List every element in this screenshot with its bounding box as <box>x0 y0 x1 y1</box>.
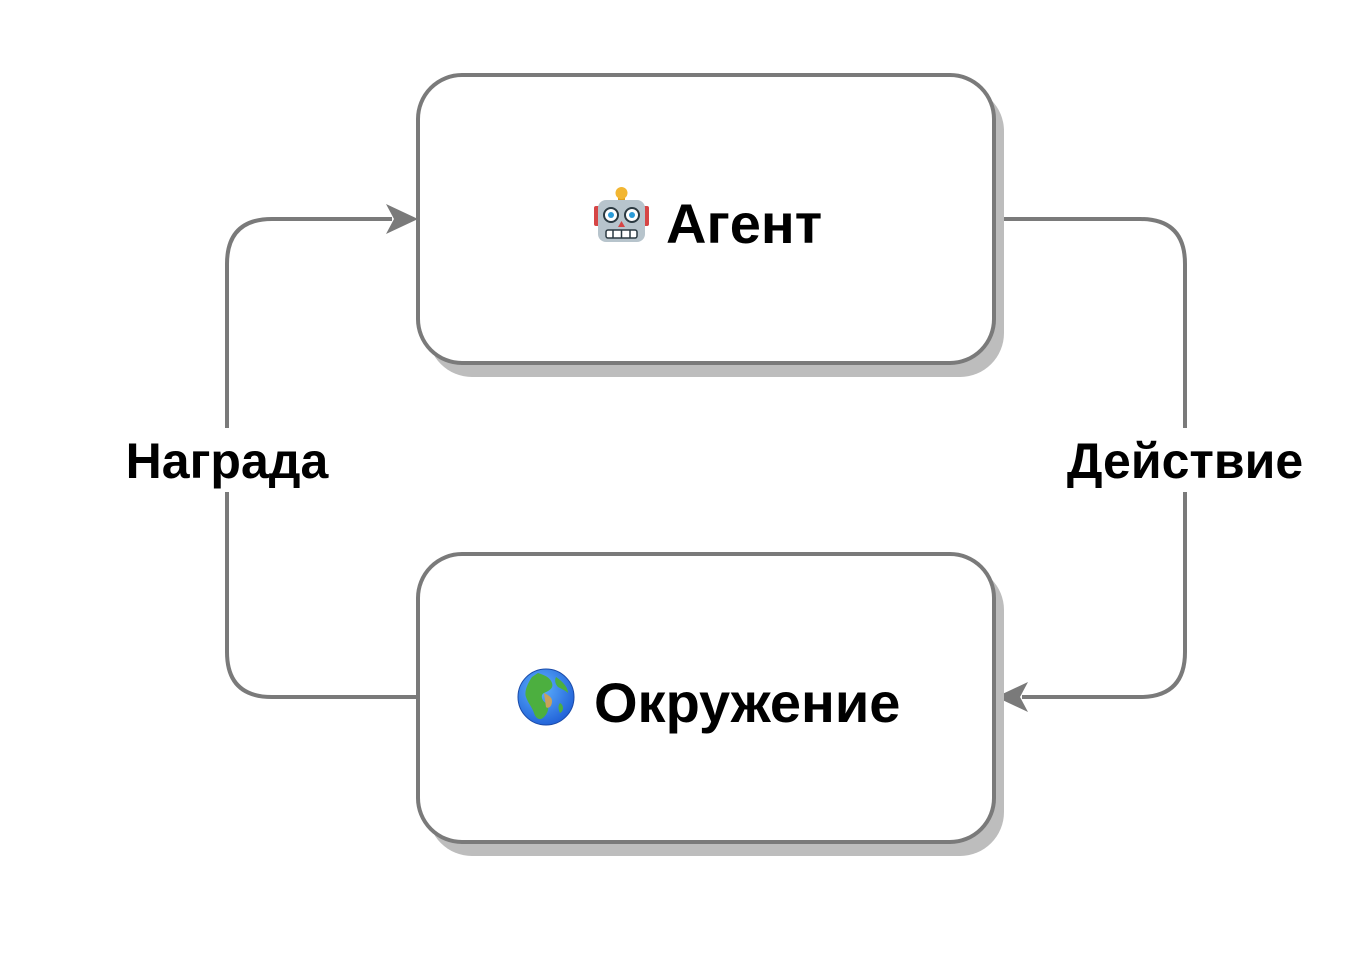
environment-node-box <box>416 552 996 844</box>
reward-label-bg <box>120 428 335 492</box>
action-label: Действие <box>1067 433 1303 489</box>
agent-node: Агент <box>416 73 1004 377</box>
reward-arrowhead <box>386 204 418 234</box>
environment-node: Окружение <box>416 552 1004 856</box>
agent-label: Агент <box>666 192 822 255</box>
action-label-bg <box>1062 428 1310 492</box>
environment-label: Окружение <box>594 671 900 734</box>
action-arrowhead <box>996 682 1028 712</box>
reward-label: Награда <box>126 433 330 489</box>
agent-node-box <box>416 73 996 365</box>
globe-icon <box>517 668 575 726</box>
robot-icon <box>594 187 649 242</box>
